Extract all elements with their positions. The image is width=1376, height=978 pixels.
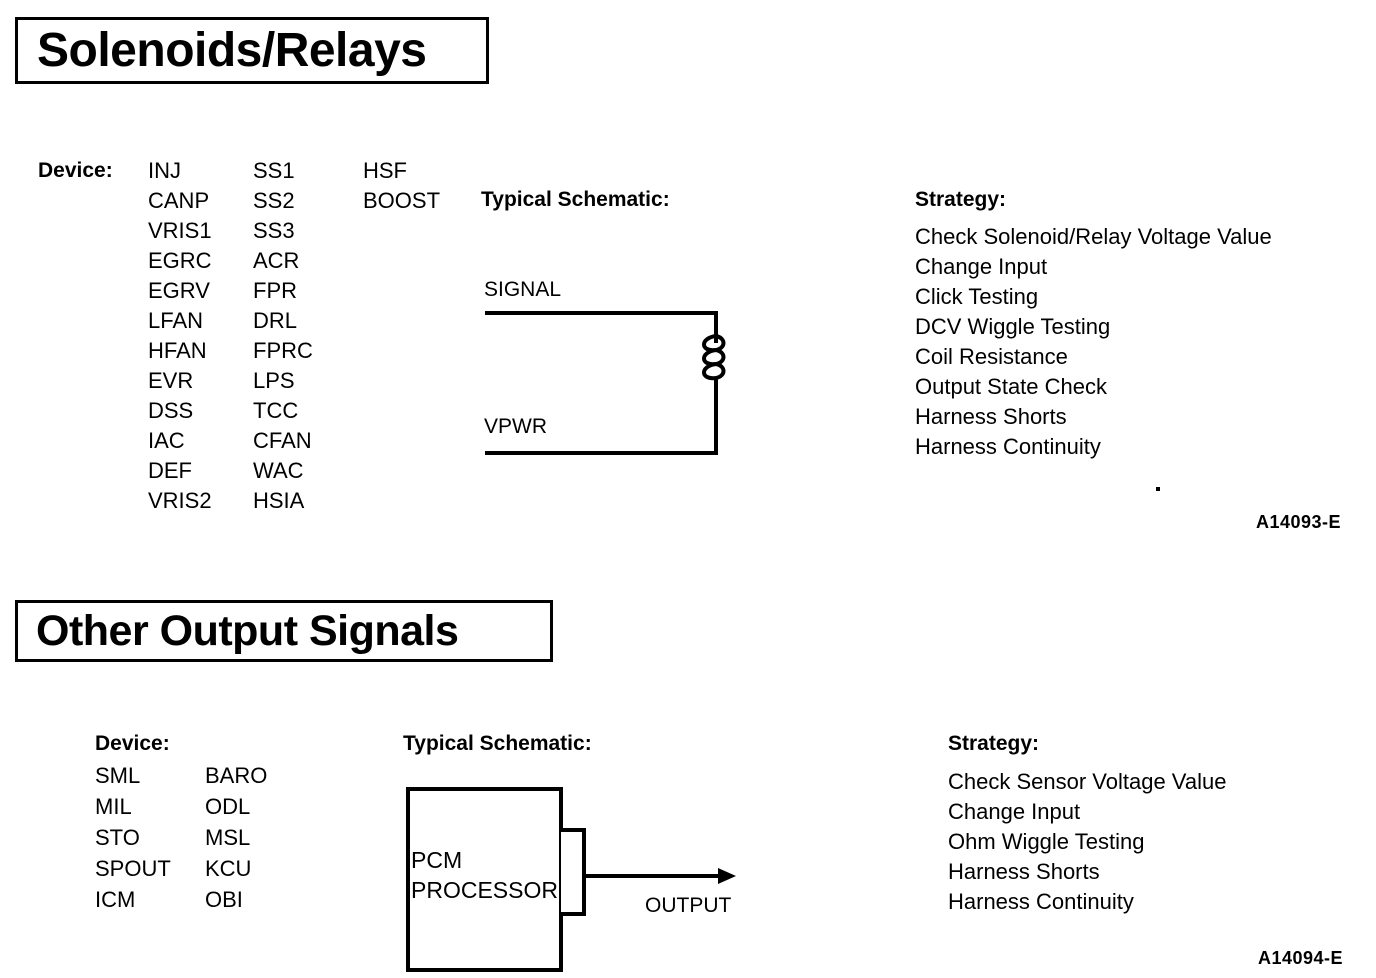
device-item: HFAN xyxy=(148,338,207,363)
device-item: SPOUT xyxy=(95,856,171,881)
device-item: OBI xyxy=(205,887,243,912)
device-item: BARO xyxy=(205,763,268,788)
device-item: LFAN xyxy=(148,308,204,333)
device-item: CFAN xyxy=(253,428,312,453)
pcm-label: PCM PROCESSOR xyxy=(411,845,558,905)
device-item: IAC xyxy=(148,428,185,453)
device-item: EGRC xyxy=(148,248,212,273)
figure-code-other: A14094-E xyxy=(1258,948,1344,968)
device-item: ACR xyxy=(253,248,300,273)
device-column-1-other: SML MIL STO SPOUT ICM xyxy=(95,760,171,915)
output-arrow xyxy=(584,868,736,884)
device-item: CANP xyxy=(148,188,210,213)
device-item: TCC xyxy=(253,398,299,423)
device-item: SS3 xyxy=(253,218,295,243)
strategy-item: Click Testing xyxy=(915,284,1039,309)
vpwr-wire-rise xyxy=(714,377,718,455)
device-item: EVR xyxy=(148,368,194,393)
device-item: ODL xyxy=(205,794,251,819)
solenoid-coil xyxy=(702,334,726,381)
strategy-item: Ohm Wiggle Testing xyxy=(948,829,1145,854)
section-title-solenoids-relays: Solenoids/Relays xyxy=(37,23,427,77)
schematic-header-solenoids: Typical Schematic: xyxy=(481,188,670,211)
device-item: DRL xyxy=(253,308,298,333)
device-item: WAC xyxy=(253,458,304,483)
pcm-label-line1: PCM xyxy=(411,847,463,873)
device-item: STO xyxy=(95,825,140,850)
device-column-3-solenoids: HSF BOOST xyxy=(363,156,440,216)
signal-wire-drop xyxy=(714,311,718,343)
device-item: SS2 xyxy=(253,188,295,213)
strategy-item: Change Input xyxy=(948,799,1081,824)
device-item: BOOST xyxy=(363,188,441,213)
strategy-item: Harness Shorts xyxy=(915,404,1067,429)
device-header-other: Device: xyxy=(95,732,170,755)
figure-code-solenoids: A14093-E xyxy=(1256,512,1342,532)
strategy-item: Output State Check xyxy=(915,374,1107,399)
section-title-other-output-signals: Other Output Signals xyxy=(36,606,459,655)
pcm-label-line2: PROCESSOR xyxy=(411,877,558,903)
device-item: EGRV xyxy=(148,278,210,303)
strategy-item: Harness Continuity xyxy=(915,434,1101,459)
device-item: LPS xyxy=(253,368,295,393)
strategy-list-solenoids: Check Solenoid/Relay Voltage Value Chang… xyxy=(915,222,1272,462)
device-item: DSS xyxy=(148,398,194,423)
device-item: DEF xyxy=(148,458,192,483)
strategy-header-solenoids: Strategy: xyxy=(915,188,1007,211)
strategy-item: Harness Continuity xyxy=(948,889,1134,914)
pcm-output-connector-tab xyxy=(561,828,586,916)
strategy-item: Harness Shorts xyxy=(948,859,1100,884)
device-item: HSIA xyxy=(253,488,305,513)
device-item: VRIS2 xyxy=(148,488,212,513)
device-column-2-solenoids: SS1 SS2 SS3 ACR FPR DRL FPRC LPS TCC CFA… xyxy=(253,156,313,516)
strategy-header-other: Strategy: xyxy=(948,732,1040,755)
schematic-header-other: Typical Schematic: xyxy=(403,732,592,755)
strategy-item: Coil Resistance xyxy=(915,344,1068,369)
device-item: SML xyxy=(95,763,141,788)
output-label: OUTPUT xyxy=(645,894,732,917)
strategy-item: Change Input xyxy=(915,254,1048,279)
device-column-1-solenoids: INJ CANP VRIS1 EGRC EGRV LFAN HFAN EVR D… xyxy=(148,156,212,516)
device-item: MIL xyxy=(95,794,132,819)
signal-label: SIGNAL xyxy=(484,278,562,301)
vpwr-wire xyxy=(485,451,718,455)
device-item: SS1 xyxy=(253,158,295,183)
section-title-box-other-output-signals: Other Output Signals xyxy=(15,600,553,662)
device-item: ICM xyxy=(95,887,136,912)
device-item: VRIS1 xyxy=(148,218,212,243)
device-item: KCU xyxy=(205,856,252,881)
device-item: FPRC xyxy=(253,338,313,363)
strategy-item: Check Sensor Voltage Value xyxy=(948,769,1227,794)
device-column-2-other: BARO ODL MSL KCU OBI xyxy=(205,760,267,915)
strategy-item: Check Solenoid/Relay Voltage Value xyxy=(915,224,1272,249)
strategy-item: DCV Wiggle Testing xyxy=(915,314,1111,339)
device-header-solenoids: Device: xyxy=(38,159,113,182)
device-item: FPR xyxy=(253,278,297,303)
pcm-processor-box xyxy=(406,787,563,972)
section-title-box-solenoids-relays: Solenoids/Relays xyxy=(15,17,489,84)
signal-wire xyxy=(485,311,718,315)
scan-speck xyxy=(1156,487,1160,491)
strategy-list-other: Check Sensor Voltage Value Change Input … xyxy=(948,767,1226,917)
vpwr-label: VPWR xyxy=(484,415,547,438)
device-item: MSL xyxy=(205,825,251,850)
device-item: INJ xyxy=(148,158,181,183)
device-item: HSF xyxy=(363,158,407,183)
